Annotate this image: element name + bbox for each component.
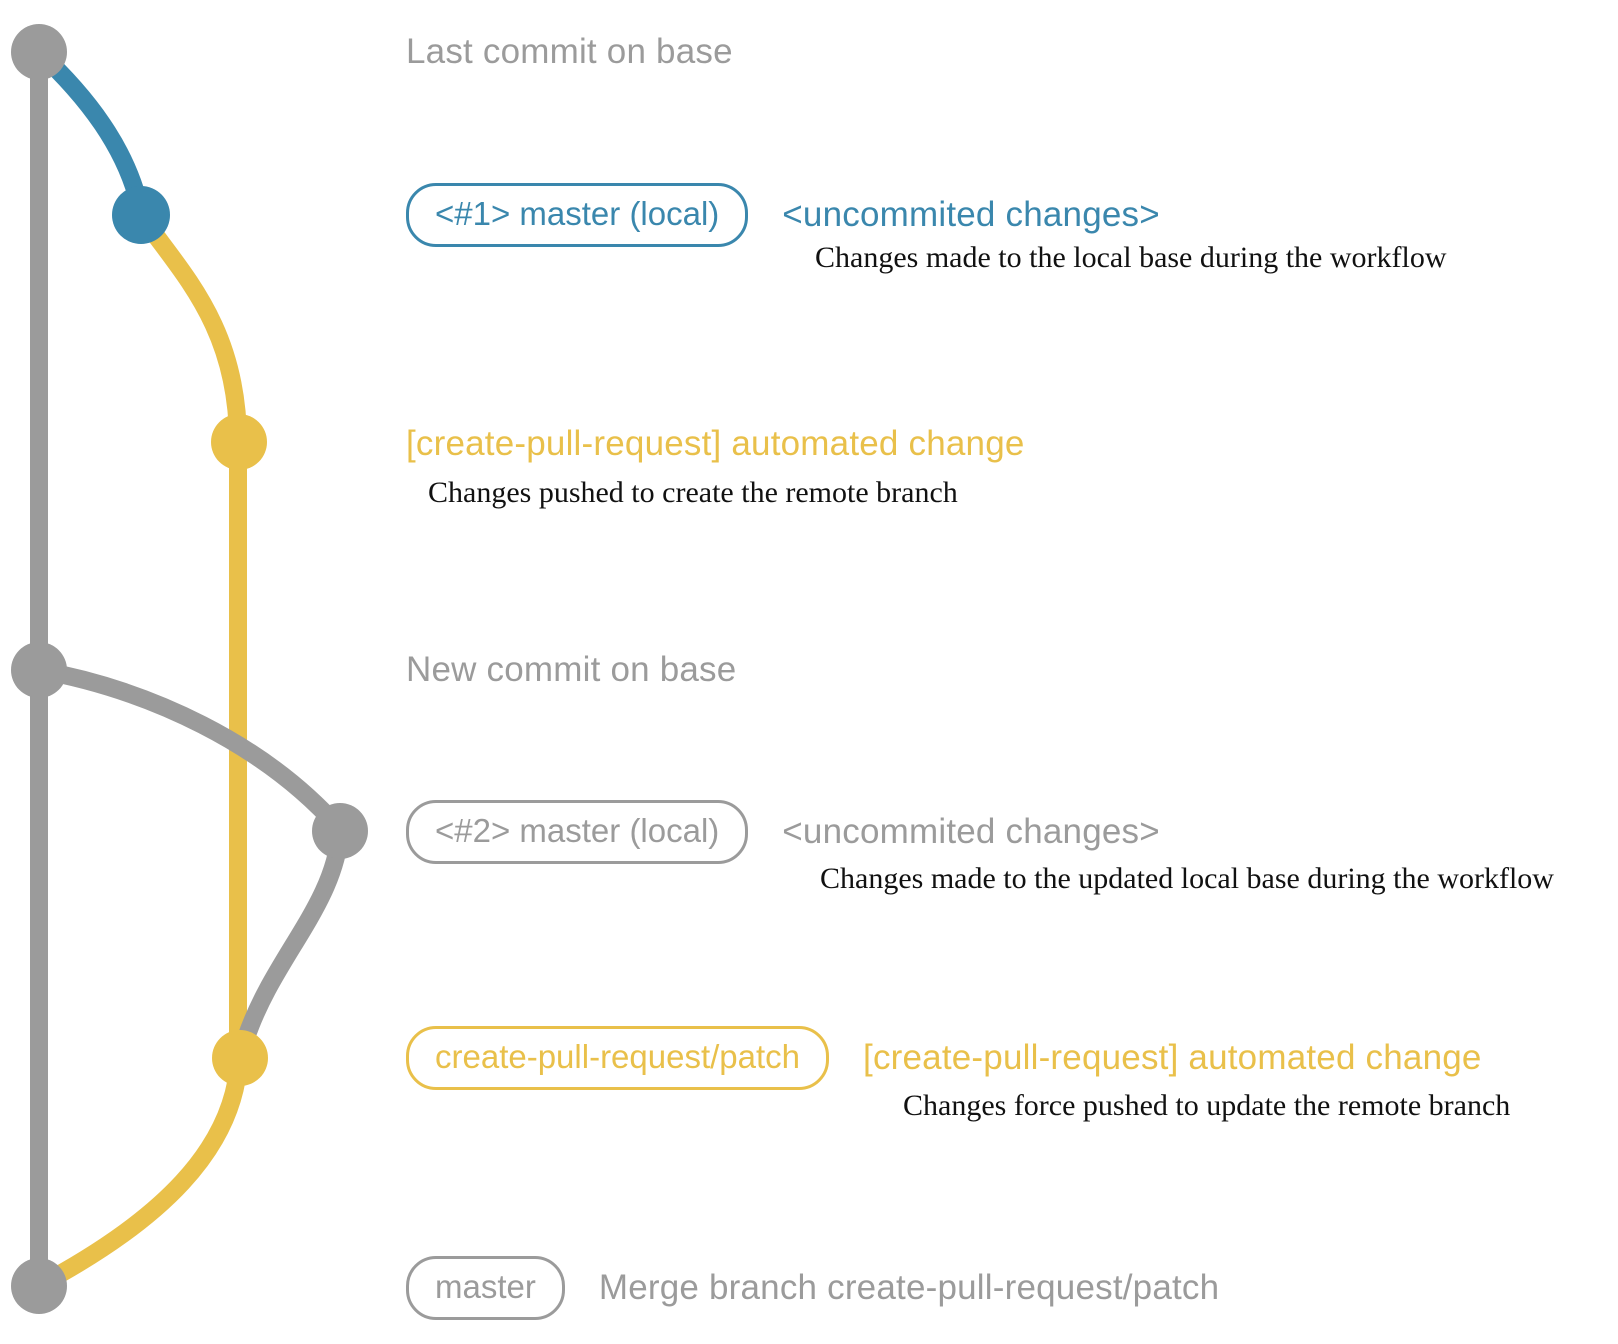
branch-line-patch-merge	[31, 1049, 248, 1294]
caption-local-changes-1: Changes made to the local base during th…	[815, 241, 1447, 274]
branch-line-patch-from-local1	[132, 206, 247, 451]
commit-dot-last-commit-on-base	[11, 24, 67, 80]
row-patch-push: [create-pull-request] automated change	[406, 424, 1025, 464]
commit-dot-patch-force-push	[212, 1030, 268, 1086]
row-local-master-2: <#2> master (local) <uncommited changes>	[406, 800, 1160, 864]
row-last-commit: Last commit on base	[406, 32, 733, 72]
commit-message-last-commit: Last commit on base	[406, 32, 733, 71]
commit-dot-patch-push	[211, 414, 267, 470]
commit-dot-new-commit-on-base	[11, 642, 67, 698]
commit-dot-local-master-1	[112, 186, 170, 244]
row-merge: master Merge branch create-pull-request/…	[406, 1256, 1219, 1320]
row-patch-force-push: create-pull-request/patch [create-pull-r…	[406, 1026, 1482, 1090]
commit-message-automated-change-2: [create-pull-request] automated change	[863, 1038, 1482, 1077]
branch-badge-master: master	[406, 1256, 565, 1320]
commit-message-new-commit: New commit on base	[406, 650, 737, 689]
caption-push-create: Changes pushed to create the remote bran…	[428, 476, 958, 509]
branch-line-local-master-1	[30, 43, 150, 222]
row-local-master-1: <#1> master (local) <uncommited changes>	[406, 183, 1160, 247]
row-new-commit: New commit on base	[406, 650, 736, 690]
caption-local-changes-2: Changes made to the updated local base d…	[820, 862, 1554, 895]
branch-badge-local-master-2: <#2> master (local)	[406, 800, 749, 864]
commit-message-automated-change-1: [create-pull-request] automated change	[406, 424, 1025, 463]
commit-message-merge: Merge branch create-pull-request/patch	[598, 1268, 1220, 1307]
commit-message-uncommited-2: <uncommited changes>	[782, 812, 1160, 851]
branch-badge-local-master-1: <#1> master (local)	[406, 183, 749, 247]
commit-dot-local-master-2	[312, 803, 368, 859]
branch-line-local-master-2-forcepush	[237, 824, 349, 1047]
branch-line-local-master-2	[30, 661, 347, 836]
branch-badge-patch: create-pull-request/patch	[406, 1026, 830, 1090]
commit-message-uncommited-1: <uncommited changes>	[782, 195, 1160, 234]
caption-force-push-update: Changes force pushed to update the remot…	[903, 1089, 1511, 1122]
commit-dot-merge	[11, 1258, 67, 1314]
